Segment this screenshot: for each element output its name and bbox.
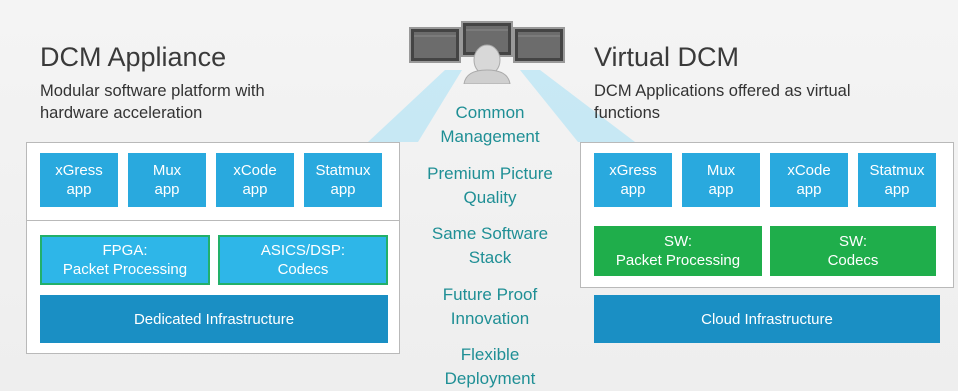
- left-subtitle: Modular software platform with hardware …: [40, 82, 265, 122]
- app-xcode-virtual: xCode app: [770, 153, 848, 207]
- fpga-block: FPGA: Packet Processing: [40, 235, 210, 285]
- app-mux-appliance: Mux app: [128, 153, 206, 207]
- benefit-future-proof-innovation: Future Proof Innovation: [442, 285, 538, 328]
- benefit-flexible-deployment: Flexible Deployment: [444, 345, 536, 388]
- appliance-divider: [27, 220, 399, 221]
- cloud-infrastructure: Cloud Infrastructure: [594, 295, 940, 343]
- app-xcode-appliance: xCode app: [216, 153, 294, 207]
- left-title: DCM Appliance: [40, 42, 227, 72]
- benefit-premium-picture-quality: Premium Picture Quality: [427, 164, 553, 207]
- app-xgress-appliance: xGress app: [40, 153, 118, 207]
- asics-dsp-block: ASICS/DSP: Codecs: [218, 235, 388, 285]
- app-xgress-virtual: xGress app: [594, 153, 672, 207]
- sw-packet-processing-block: SW: Packet Processing: [594, 226, 762, 276]
- sw-codecs-block: SW: Codecs: [770, 226, 936, 276]
- benefit-same-software-stack: Same Software Stack: [431, 224, 549, 267]
- app-statmux-virtual: Statmux app: [858, 153, 936, 207]
- app-mux-virtual: Mux app: [682, 153, 760, 207]
- dedicated-infrastructure: Dedicated Infrastructure: [40, 295, 388, 343]
- right-subtitle: DCM Applications offered as virtual func…: [594, 82, 851, 122]
- app-statmux-appliance: Statmux app: [304, 153, 382, 207]
- operator-with-monitors-icon: [409, 21, 565, 84]
- benefit-common-management: Common Management: [440, 103, 540, 146]
- right-title: Virtual DCM: [594, 42, 740, 72]
